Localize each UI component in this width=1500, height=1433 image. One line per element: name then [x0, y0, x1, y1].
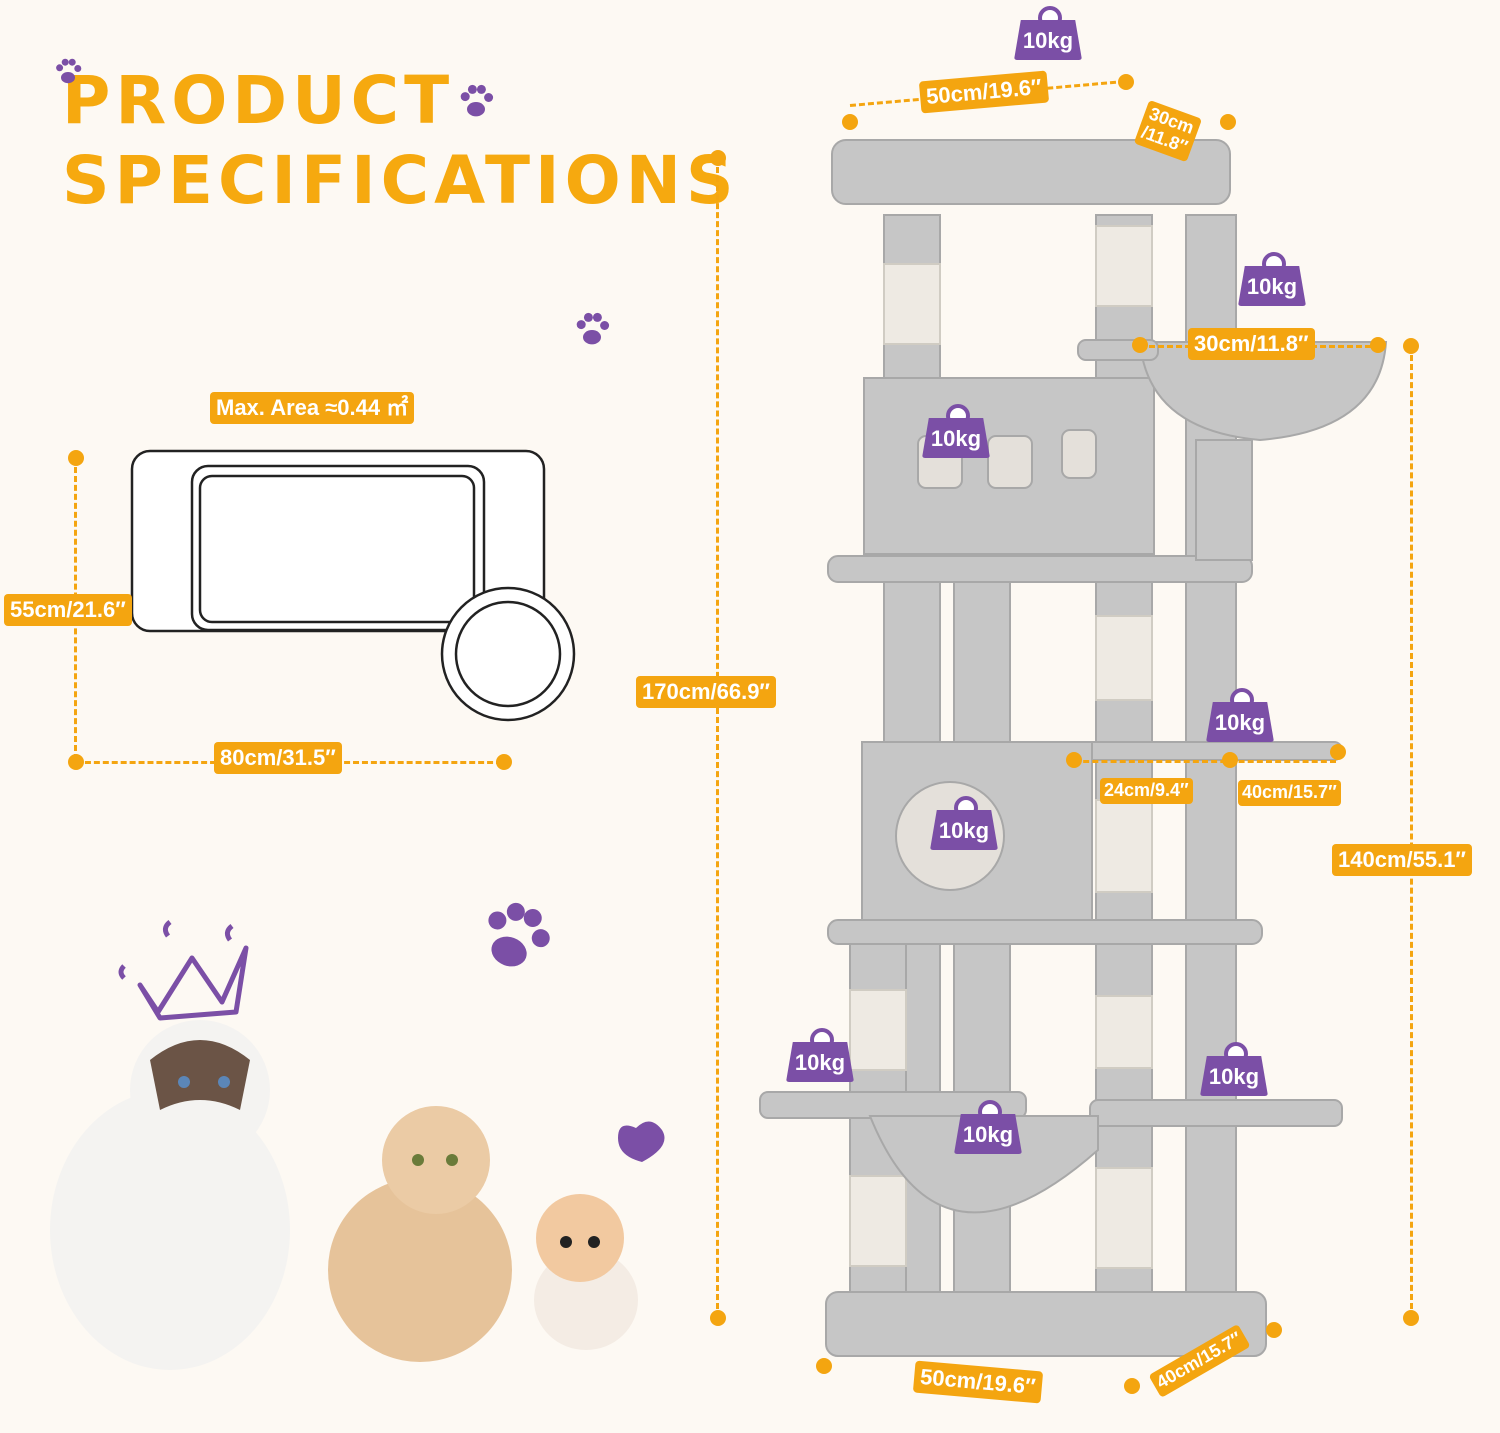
guide-endpoint	[1220, 114, 1236, 130]
weight-label: 10kg	[1014, 20, 1082, 60]
perch-guide	[1074, 760, 1336, 763]
guide-endpoint	[1403, 338, 1419, 354]
title-line-2: SPECIFICATIONS	[62, 142, 739, 219]
weight-label: 10kg	[1200, 1056, 1268, 1096]
crown-icon	[118, 920, 249, 1021]
basket-diameter-label: 30cm/11.8″	[1188, 328, 1315, 361]
guide-endpoint	[1066, 752, 1082, 768]
weight-badge: 10kg	[1206, 688, 1274, 742]
kitten-image	[534, 1194, 638, 1350]
weight-badge: 10kg	[1238, 252, 1306, 306]
perch-depth-label: 24cm/9.4″	[1100, 778, 1193, 804]
weight-badge: 10kg	[1014, 6, 1082, 60]
guide-endpoint	[1266, 1322, 1282, 1338]
weight-badge: 10kg	[930, 796, 998, 850]
paw-icon	[56, 58, 82, 84]
guide-endpoint	[1222, 752, 1238, 768]
guide-endpoint	[816, 1358, 832, 1374]
footprint-depth-label: 55cm/21.6″	[4, 594, 132, 627]
platform-height-label: 140cm/55.1″	[1332, 844, 1472, 877]
title-line-1: PRODUCT	[62, 62, 455, 139]
weight-badge: 10kg	[1200, 1042, 1268, 1096]
guide-endpoint	[1403, 1310, 1419, 1326]
paw-icon	[488, 902, 550, 967]
weight-badge: 10kg	[922, 404, 990, 458]
guide-endpoint	[1370, 337, 1386, 353]
perch-width-label: 40cm/15.7″	[1238, 780, 1341, 806]
paw-icon	[460, 84, 494, 117]
guide-endpoint	[1124, 1378, 1140, 1394]
weight-label: 10kg	[922, 418, 990, 458]
weight-label: 10kg	[1238, 266, 1306, 306]
weight-label: 10kg	[930, 810, 998, 850]
ragdoll-cat-image	[50, 1020, 290, 1370]
guide-endpoint	[710, 1310, 726, 1326]
guide-endpoint	[710, 150, 726, 166]
platform-height-guide	[1410, 346, 1413, 1318]
guide-endpoint	[496, 754, 512, 770]
weight-label: 10kg	[786, 1042, 854, 1082]
paw-icon	[576, 312, 610, 345]
british-shorthair-cat-image	[328, 1106, 512, 1362]
total-height-guide	[716, 158, 719, 1318]
weight-badge: 10kg	[954, 1100, 1022, 1154]
guide-endpoint	[1118, 74, 1134, 90]
footprint-width-label: 80cm/31.5″	[214, 742, 342, 775]
weight-badge: 10kg	[786, 1028, 854, 1082]
footprint-drawing	[130, 449, 576, 722]
guide-endpoint	[1330, 744, 1346, 760]
cat-tree-illustration	[759, 139, 1388, 1357]
heart-icon	[618, 1121, 665, 1162]
weight-label: 10kg	[1206, 702, 1274, 742]
guide-endpoint	[68, 450, 84, 466]
guide-endpoint	[842, 114, 858, 130]
max-area-label: Max. Area ≈0.44 ㎡	[210, 392, 415, 425]
weight-label: 10kg	[954, 1114, 1022, 1154]
guide-endpoint	[1132, 337, 1148, 353]
total-height-label: 170cm/66.9″	[636, 676, 776, 709]
